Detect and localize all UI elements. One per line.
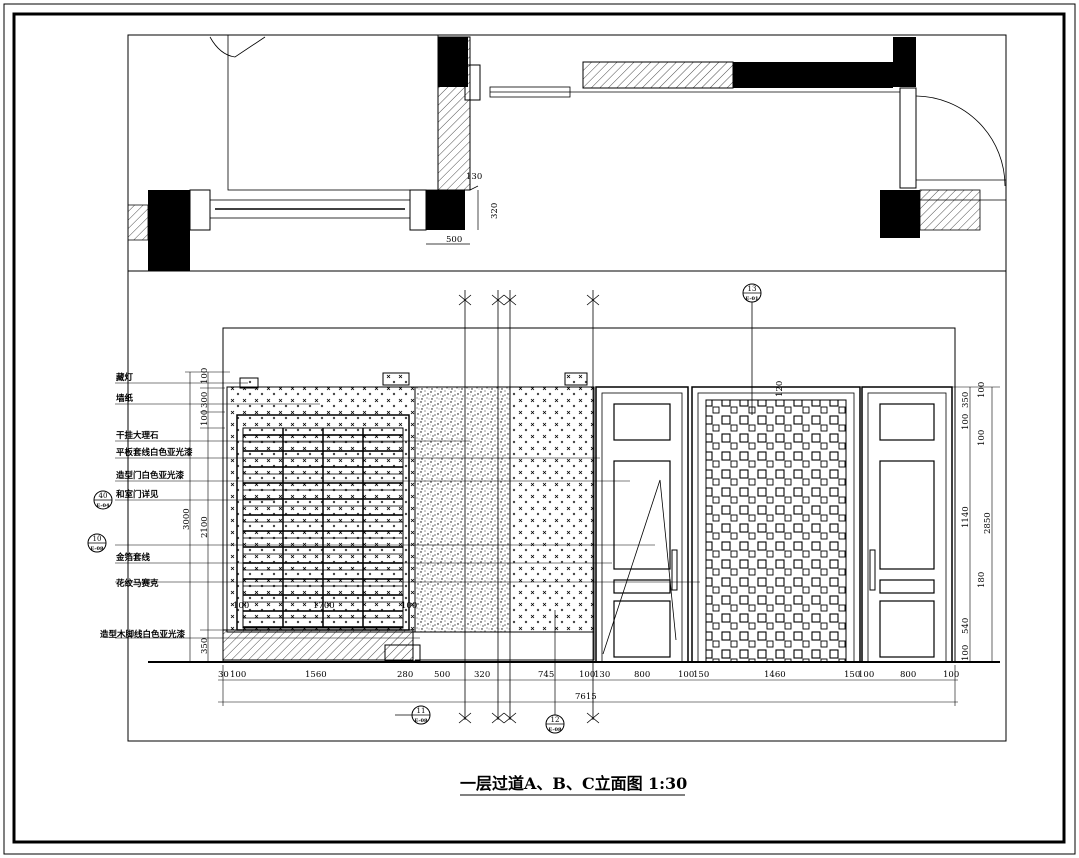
callout-40: 40 E-04 xyxy=(93,490,113,510)
inner-dim-0: 100 xyxy=(233,601,249,611)
bottom-dim-8: 130 xyxy=(594,670,610,680)
inner-dim-2: 100 xyxy=(401,601,417,611)
plan-dim-320: 320 xyxy=(490,203,500,219)
callout-10: 10 E-08 xyxy=(87,533,107,553)
elevation-view: 100 300 100 3000 2100 350 100 1700 100 1… xyxy=(87,283,1000,734)
bottom-dim-14: 100 xyxy=(858,670,874,680)
bottom-dim-6: 745 xyxy=(538,670,554,680)
plan-wall-left xyxy=(148,190,190,271)
plan-view: 130 320 500 xyxy=(127,34,1006,271)
bottom-dim-13: 150 xyxy=(844,670,860,680)
callout-13: 13 E-01 xyxy=(742,283,762,303)
inner-dim-1: 1700 xyxy=(313,601,335,611)
sheet-outer-border xyxy=(3,3,1076,855)
right-dim-3: 100 xyxy=(977,430,987,446)
right-dim-4: 1140 xyxy=(961,506,971,528)
left-dim-5: 350 xyxy=(200,638,210,654)
svg-text:E-08: E-08 xyxy=(549,727,562,733)
callout-12: 12 E-08 xyxy=(545,610,565,734)
left-dim-0: 100 xyxy=(200,368,210,384)
bottom-dim-2: 1560 xyxy=(305,670,327,680)
left-dim-4: 2100 xyxy=(200,516,210,538)
right-dim-0: 100 xyxy=(977,382,987,398)
svg-text:E-04: E-04 xyxy=(97,503,110,509)
svg-text:E-08: E-08 xyxy=(91,546,104,552)
svg-text:40: 40 xyxy=(99,492,108,500)
bottom-dim-5: 320 xyxy=(474,670,490,680)
right-dim-5: 180 xyxy=(977,572,987,588)
right-dim-2: 100 xyxy=(961,414,971,430)
marble-panel xyxy=(414,386,511,633)
bottom-dim-7: 100 xyxy=(579,670,595,680)
label-mosaic: 花纹马赛克 xyxy=(116,578,159,589)
drawing-frame xyxy=(127,34,1007,742)
bottom-dim-9: 800 xyxy=(634,670,650,680)
right-dim-lines xyxy=(950,386,1000,663)
bottom-dim-lines xyxy=(218,665,958,706)
plan-dim-500: 500 xyxy=(446,235,462,245)
plan-column xyxy=(426,190,465,230)
plan-room-left xyxy=(227,34,439,191)
drawing-scale: 1:30 xyxy=(648,774,687,793)
label-wood-skirting: 造型木脚线白色亚光漆 xyxy=(100,629,186,640)
svg-text:11: 11 xyxy=(417,707,426,715)
drawing-title: 一层过道A、B、C立面图 xyxy=(460,774,643,793)
bottom-dim-1: 100 xyxy=(230,670,246,680)
plan-cabinet xyxy=(582,61,734,89)
left-dim-1: 300 xyxy=(200,392,210,408)
bottom-dim-16: 100 xyxy=(943,670,959,680)
svg-text:13: 13 xyxy=(748,285,757,293)
label-marble: 干挂大理石 xyxy=(116,430,159,441)
wallpaper-panel-right xyxy=(509,386,595,633)
svg-text:E-08: E-08 xyxy=(415,718,428,724)
label-hidden-light: 藏灯 xyxy=(116,372,134,383)
callout-11: 11 E-08 xyxy=(395,705,431,725)
plan-dim-130: 130 xyxy=(466,172,482,182)
plan-curtain xyxy=(209,36,266,58)
label-wallpaper: 墙纸 xyxy=(116,393,134,404)
mosaic-panel xyxy=(705,399,847,663)
door-handle-left xyxy=(671,549,678,591)
bottom-dim-11: 150 xyxy=(693,670,709,680)
bottom-dim-4: 500 xyxy=(434,670,450,680)
right-dim-1: 350 xyxy=(961,392,971,408)
bottom-dim-10: 100 xyxy=(678,670,694,680)
right-dim-7: 100 xyxy=(961,645,971,661)
left-dim-2: 100 xyxy=(200,410,210,426)
sheet-inner-border xyxy=(12,12,1066,844)
right-dim-6: 540 xyxy=(961,618,971,634)
svg-text:E-01: E-01 xyxy=(746,296,759,302)
label-gold-foil-trim: 金箔套线 xyxy=(115,552,151,563)
svg-text:10: 10 xyxy=(93,535,102,543)
total-dim: 7615 xyxy=(575,692,597,702)
section-cut-lines xyxy=(458,290,753,724)
plan-door-swing-arc xyxy=(915,95,1006,187)
bottom-dim-3: 280 xyxy=(397,670,413,680)
left-dim-3: 3000 xyxy=(182,508,192,530)
plan-wall-right-top xyxy=(733,62,893,88)
left-dim-lines xyxy=(185,371,230,662)
label-washitsu-door: 和室门详见 xyxy=(116,489,159,500)
feature-door-right xyxy=(861,386,953,663)
bottom-dim-0: 30 xyxy=(218,670,229,680)
right-dim-8: 2850 xyxy=(983,512,993,534)
bottom-dim-12: 1460 xyxy=(764,670,786,680)
label-flat-trim: 平板套线白色亚光漆 xyxy=(116,447,193,458)
right-dim-9: 120 xyxy=(775,381,785,397)
label-shaped-door: 造型门白色亚光漆 xyxy=(116,470,185,481)
leader-lines xyxy=(115,382,700,639)
plan-wall-right-bottom xyxy=(880,190,920,238)
door-handle-right xyxy=(869,549,876,591)
svg-text:12: 12 xyxy=(551,716,560,724)
bottom-dim-15: 800 xyxy=(900,670,916,680)
